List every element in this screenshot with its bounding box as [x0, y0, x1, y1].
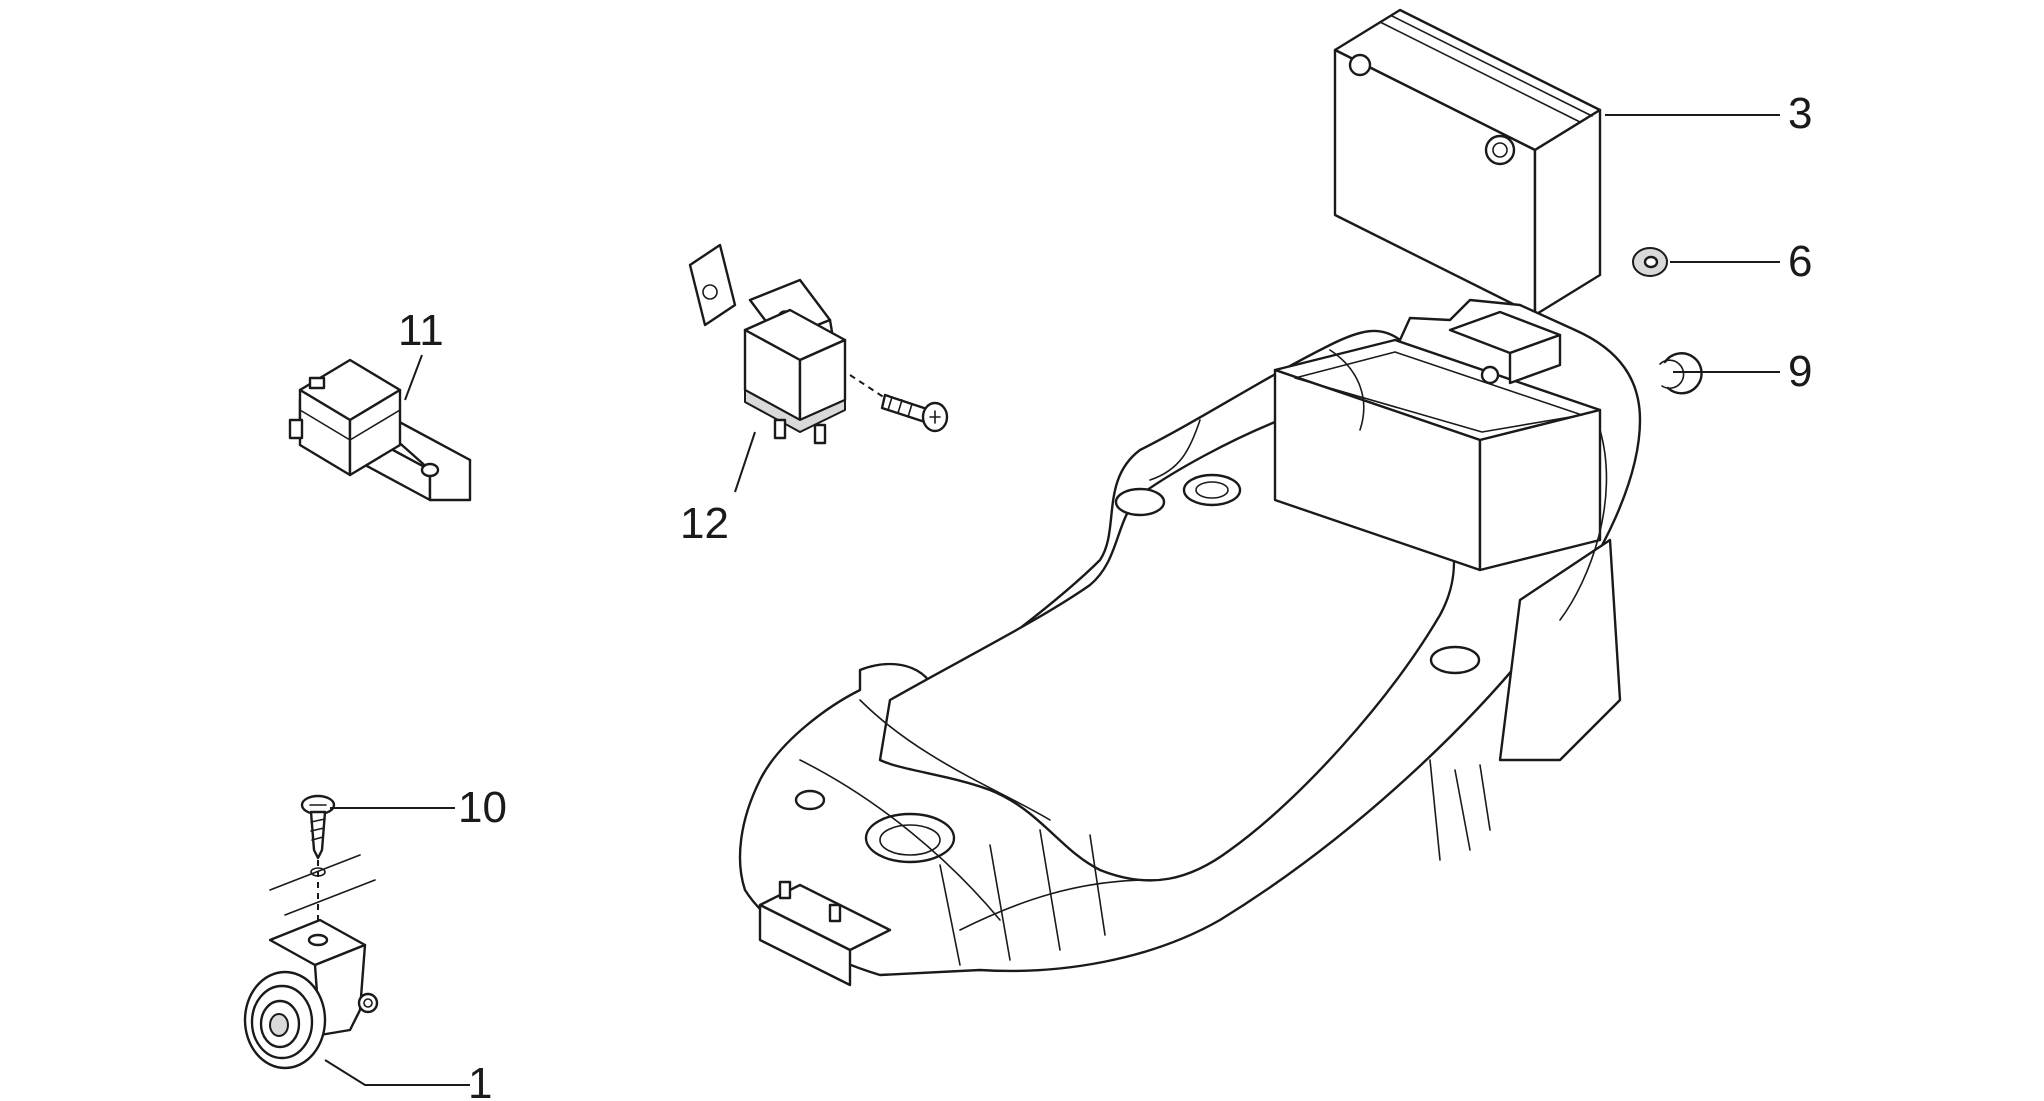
under-seat-compartment-part[interactable]	[738, 298, 1642, 987]
callout-1: 1	[468, 1059, 492, 1101]
callout-11: 11	[398, 306, 444, 355]
leader-12	[734, 431, 756, 493]
callout-3: 3	[1788, 89, 1812, 138]
battery-part[interactable]	[1333, 8, 1602, 317]
callout-10: 10	[458, 783, 507, 832]
callout-6: 6	[1788, 237, 1812, 286]
leader-1	[324, 1059, 470, 1086]
callout-9: 9	[1788, 347, 1812, 396]
relay-bracket-part[interactable]	[288, 358, 472, 502]
horn-part[interactable]	[243, 918, 379, 1070]
relay-screw-part[interactable]	[688, 243, 949, 445]
callout-12: 12	[680, 499, 729, 548]
leader-11	[404, 354, 423, 401]
screw-part[interactable]	[269, 794, 376, 930]
clip-ring-part[interactable]	[1659, 352, 1703, 395]
washer-part[interactable]	[1632, 247, 1668, 277]
